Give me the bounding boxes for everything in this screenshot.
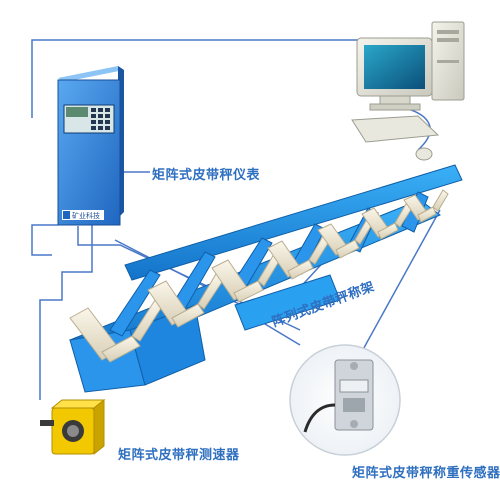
indicator-brand: 矿业科技: [72, 211, 100, 220]
idler-7: [403, 189, 449, 223]
indicator-keypad: [91, 108, 110, 130]
idler-5: [317, 218, 374, 259]
load-cell-callout: [289, 344, 401, 456]
weighing-bed: [234, 274, 341, 331]
desktop-computer: [351, 21, 465, 161]
mouse: [415, 147, 433, 161]
cabinet-brand-logo: [63, 211, 70, 219]
idler-6: [361, 203, 413, 240]
indicator-cabinet: 矿业科技: [57, 66, 124, 226]
label-speed-sensor-text: 矩阵式皮带秤测速器: [118, 448, 240, 463]
idler-sets: [69, 189, 449, 363]
computer-screen: [364, 45, 425, 89]
idler-4: [267, 235, 331, 280]
keyboard: [351, 115, 440, 143]
idler-2: [147, 273, 225, 328]
label-speed-sensor: 矩阵式皮带秤测速器: [118, 444, 240, 463]
label-indicator: 矩阵式皮带秤仪表: [152, 164, 260, 183]
label-indicator-text: 矩阵式皮带秤仪表: [152, 168, 261, 183]
wire-cabinet-left: [31, 224, 58, 256]
wire-cabinet-to-speed-sensor: [39, 225, 93, 400]
label-load-cell: 矩阵式皮带秤称重传感器: [352, 462, 500, 481]
speed-sensor-device: [40, 398, 106, 456]
wire-cabinet-to-computer: [31, 39, 360, 118]
load-cell-device: [303, 359, 374, 433]
callout-line-loadcell-a: [359, 209, 441, 356]
label-load-cell-text: 矩阵式皮带秤称重传感器: [352, 466, 500, 481]
